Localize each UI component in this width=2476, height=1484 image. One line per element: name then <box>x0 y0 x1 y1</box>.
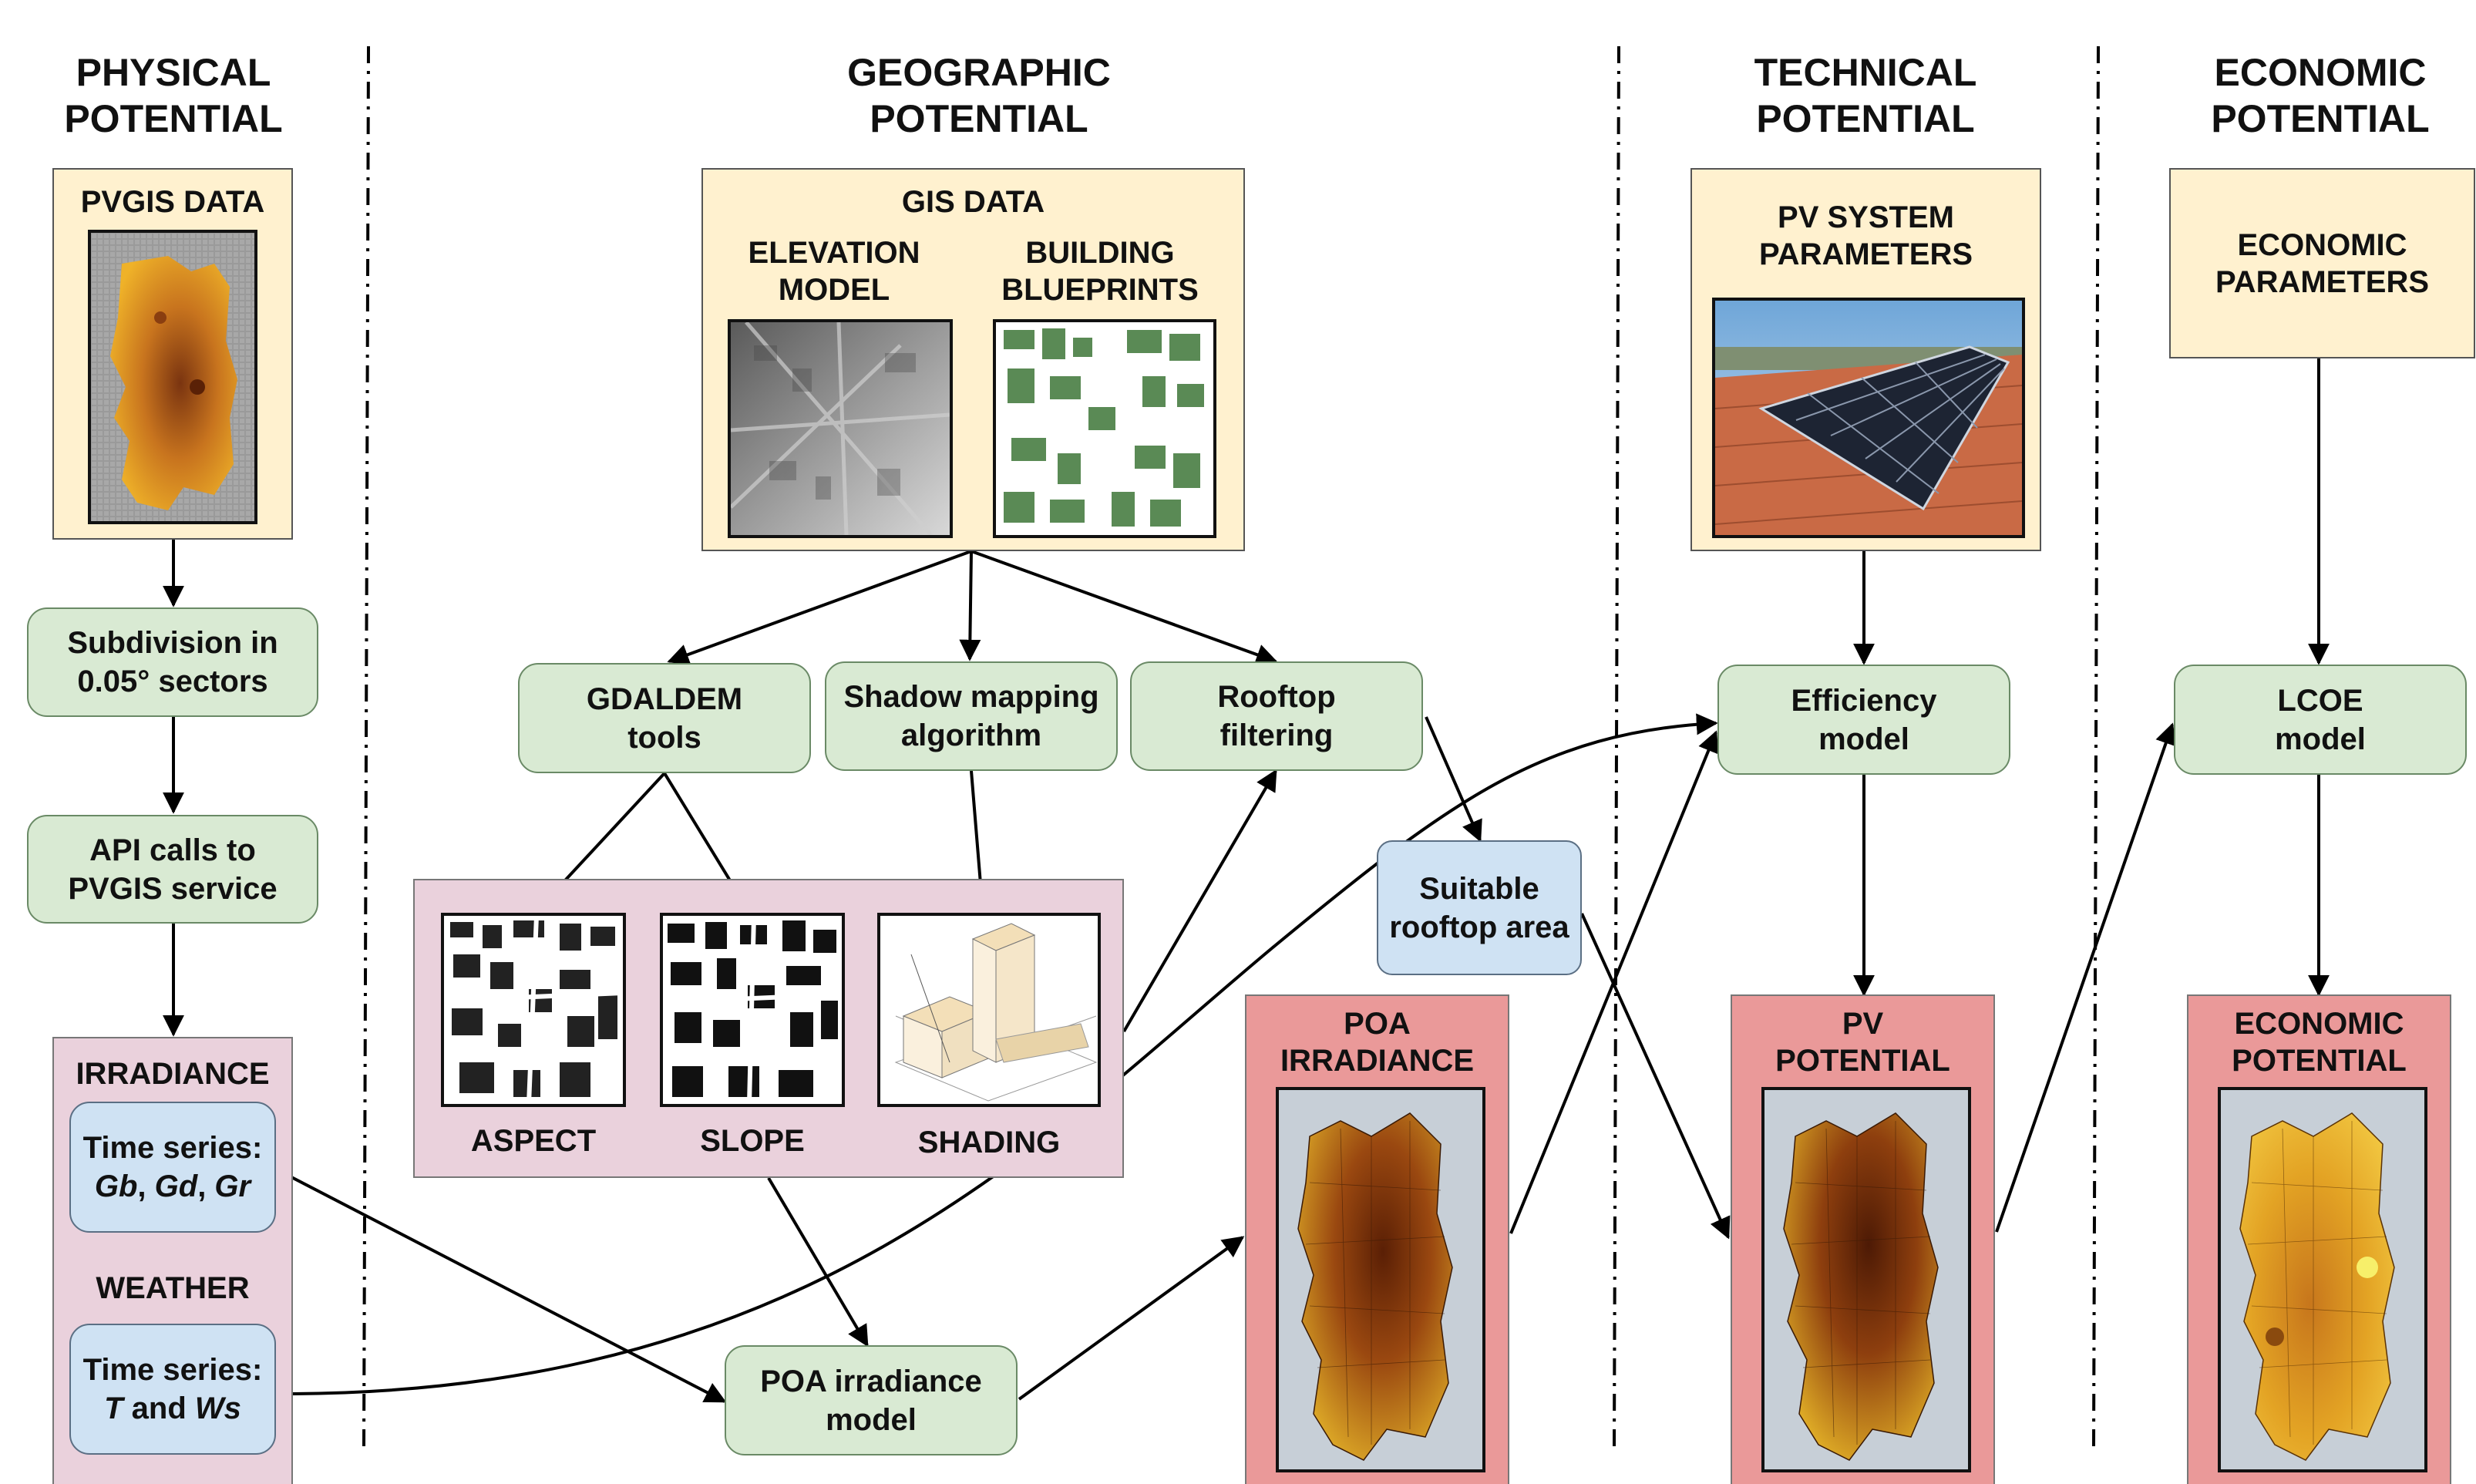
aspect-image <box>441 913 626 1107</box>
arrow-gis-gdaldem <box>667 550 972 665</box>
economic-potential-output-title: ECONOMIC POTENTIAL <box>2232 1007 2407 1078</box>
solar-roof-photo <box>1712 298 2025 538</box>
irradiance-variables: Gb, Gd, Gr <box>94 1169 251 1203</box>
gdaldem-tools-box: GDALDEM tools <box>518 663 811 773</box>
terrain-products-box: ASPECT SLOPE SHADING <box>413 879 1124 1178</box>
sardinia-grid-image <box>91 233 254 521</box>
arrow-gis-shadow <box>959 550 981 661</box>
efficiency-model-box: Efficiency model <box>1717 665 2010 775</box>
separator-2 <box>1613 45 1620 1450</box>
pvgis-data-box: PVGIS DATA <box>52 168 293 540</box>
column-title-physical: PHYSICAL POTENTIAL <box>64 51 283 140</box>
economic-params-box: ECONOMIC PARAMETERS <box>2169 168 2475 358</box>
economic-potential-output-box: ECONOMIC POTENTIAL <box>2187 994 2451 1484</box>
arrow-irradiance-poamodel <box>273 1166 727 1403</box>
separator-3 <box>2092 45 2100 1450</box>
column-title-technical: TECHNICAL POTENTIAL <box>1754 51 1977 140</box>
shadow-mapping-box: Shadow mapping algorithm <box>825 661 1118 771</box>
lcoe-model-box: LCOE model <box>2174 665 2467 775</box>
slope-label: SLOPE <box>700 1124 805 1158</box>
pvgis-grid-map <box>88 230 257 524</box>
irradiance-title: IRRADIANCE <box>76 1057 270 1091</box>
rooftop-filtering-box: Rooftop filtering <box>1130 661 1423 771</box>
elevation-model-label: ELEVATION MODEL <box>748 236 920 307</box>
shading-image <box>877 913 1101 1107</box>
pv-potential-map <box>1761 1087 1971 1472</box>
column-title-economic: ECONOMIC POTENTIAL <box>2211 51 2430 140</box>
arrow-products-rooftop <box>1122 769 1277 1033</box>
pv-potential-output-title: PV POTENTIAL <box>1775 1007 1950 1078</box>
economic-params-title: ECONOMIC PARAMETERS <box>2215 227 2430 299</box>
subdivision-box: Subdivision in 0.05° sectors <box>27 607 318 717</box>
poa-irradiance-output-title: POA IRRADIANCE <box>1280 1007 1475 1078</box>
poa-irradiance-map <box>1276 1087 1485 1472</box>
gis-data-title: GIS DATA <box>901 185 1045 219</box>
arrow-weather-efficiency <box>273 713 1718 1396</box>
separator-1 <box>362 45 370 1450</box>
weather-title: WEATHER <box>96 1271 250 1305</box>
slope-image <box>660 913 845 1107</box>
poa-irradiance-model-box: POA irradiance model <box>725 1345 1018 1455</box>
pv-system-params-title: PV SYSTEM PARAMETERS <box>1758 200 1973 271</box>
building-blueprints-label: BUILDING BLUEPRINTS <box>1001 236 1199 307</box>
poa-irradiance-output-box: POA IRRADIANCE <box>1245 994 1509 1484</box>
irradiance-weather-box: IRRADIANCE Time series: Gb, Gd, Gr WEATH… <box>52 1037 293 1484</box>
pv-potential-output-box: PV POTENTIAL <box>1731 994 1995 1484</box>
pvgis-data-title: PVGIS DATA <box>80 185 265 219</box>
gis-data-box: GIS DATA ELEVATION MODEL BUILDING BLUEPR… <box>701 168 1245 551</box>
aspect-label: ASPECT <box>470 1124 597 1158</box>
arrow-rooftop-suitable <box>1425 716 1482 843</box>
elevation-model-image <box>728 319 953 538</box>
arrow-products-poamodel <box>767 1176 869 1348</box>
arrow-pvout-lcoe <box>1995 722 2176 1233</box>
shading-label: SHADING <box>917 1126 1061 1159</box>
arrow-gis-rooftop <box>971 550 1278 665</box>
economic-potential-map <box>2218 1087 2427 1472</box>
api-calls-box: API calls to PVGIS service <box>27 815 318 924</box>
irradiance-timeseries-box: Time series: Gb, Gd, Gr <box>69 1102 276 1233</box>
weather-timeseries-box: Time series: T and Ws <box>69 1324 276 1455</box>
column-title-geographic: GEOGRAPHIC POTENTIAL <box>847 51 1111 140</box>
arrow-suitable-pvout <box>1580 913 1731 1240</box>
arrow-poamodel-poaout <box>1018 1236 1245 1401</box>
suitable-rooftop-box: Suitable rooftop area <box>1377 840 1582 975</box>
building-blueprints-image <box>993 319 1216 538</box>
pv-system-params-box: PV SYSTEM PARAMETERS <box>1690 168 2041 551</box>
weather-variables: T and Ws <box>104 1391 241 1425</box>
